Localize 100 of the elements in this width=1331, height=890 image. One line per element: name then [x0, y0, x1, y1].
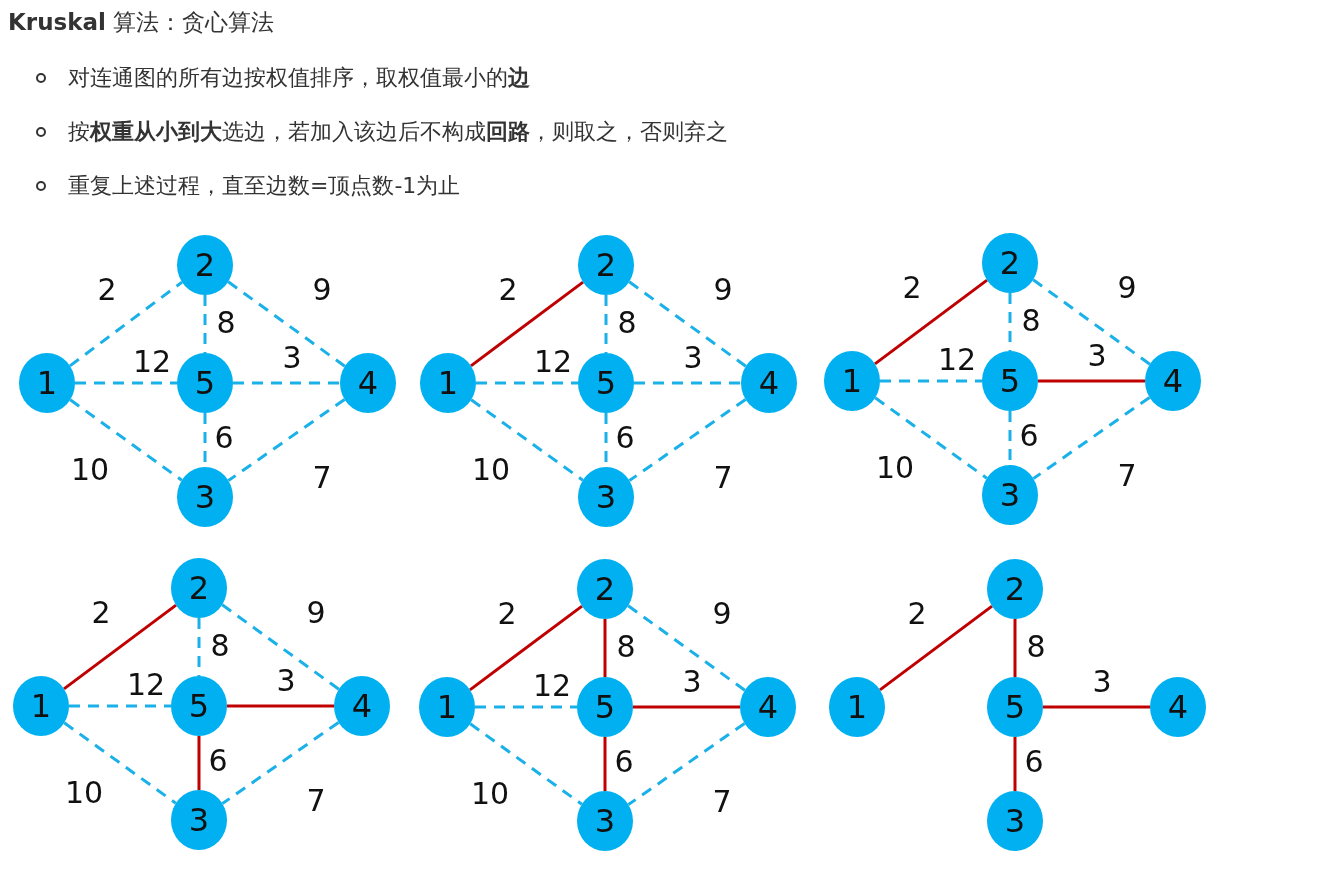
edge-weight-label: 10 — [64, 776, 104, 810]
vertex-circle: 5 — [578, 353, 634, 413]
vertex-circle: 3 — [987, 791, 1043, 851]
dashed-edge-line — [634, 381, 741, 385]
dashed-edge-line — [197, 618, 201, 676]
dashed-edge-line — [227, 280, 346, 368]
edge-weight-label: 7 — [1117, 459, 1137, 493]
edge-line — [603, 619, 607, 677]
edge-weight-label: 10 — [471, 453, 511, 487]
edge-line — [1013, 737, 1017, 791]
dashed-edge-line — [69, 704, 171, 708]
edge-weight-label: 12 — [533, 345, 573, 379]
edge-line — [1013, 619, 1017, 677]
vertex-circle: 3 — [177, 467, 233, 527]
vertex-circle: 2 — [171, 558, 227, 618]
dashed-edge-line — [627, 722, 746, 806]
vertex-circle: 4 — [741, 353, 797, 413]
vertex-circle: 2 — [982, 233, 1038, 293]
edge-weight-label: 6 — [614, 745, 634, 779]
dashed-edge-line — [75, 381, 177, 385]
dashed-edge-line — [1032, 278, 1151, 366]
edge-weight-label: 9 — [306, 596, 326, 630]
edge-weight-label: 7 — [712, 785, 732, 819]
vertex-circle: 2 — [577, 559, 633, 619]
heading: Kruskal 算法：贪心算法 — [8, 8, 275, 37]
dashed-edge-line — [476, 381, 578, 385]
edge-weight-label: 12 — [937, 343, 977, 377]
edge-weight-label: 6 — [214, 421, 234, 455]
vertex-circle: 2 — [578, 235, 634, 295]
edge-weight-label: 8 — [1021, 304, 1041, 338]
dashed-edge-line — [203, 295, 207, 353]
dashed-edge-line — [628, 398, 747, 482]
edge-weight-label: 8 — [216, 306, 236, 340]
vertex-circle: 1 — [824, 351, 880, 411]
edge-weight-label: 9 — [1117, 271, 1137, 305]
edge-weight-label: 3 — [276, 664, 296, 698]
bullet-text: 重复上述过程，直至边数=顶点数-1为止 — [68, 172, 461, 200]
vertex-circle: 3 — [578, 467, 634, 527]
vertex-circle: 1 — [13, 676, 69, 736]
edge-weight-label: 8 — [1026, 630, 1046, 664]
edge-weight-label: 9 — [713, 273, 733, 307]
vertex-circle: 1 — [419, 677, 475, 737]
edge-weight-label: 10 — [70, 453, 110, 487]
vertex-circle: 3 — [171, 790, 227, 850]
edge-weight-label: 7 — [306, 784, 326, 818]
vertex-circle: 4 — [334, 676, 390, 736]
edge-weight-label: 6 — [208, 744, 228, 778]
vertex-circle: 3 — [577, 791, 633, 851]
dashed-edge-line — [475, 705, 577, 709]
edge-weight-label: 10 — [470, 777, 510, 811]
edge-line — [197, 736, 201, 790]
vertex-circle: 4 — [740, 677, 796, 737]
vertex-circle: 2 — [177, 235, 233, 295]
edge-weight-label: 6 — [1019, 419, 1039, 453]
edge-weight-label: 8 — [617, 306, 637, 340]
vertex-circle: 5 — [177, 353, 233, 413]
edge-line — [470, 280, 584, 368]
edge-line — [879, 604, 993, 692]
edge-weight-label: 12 — [132, 345, 172, 379]
edge-weight-label: 9 — [712, 597, 732, 631]
vertex-circle: 1 — [19, 353, 75, 413]
edge-weight-label: 10 — [875, 451, 915, 485]
edge-weight-label: 6 — [615, 421, 635, 455]
edge-line — [1038, 379, 1145, 383]
dashed-edge-line — [63, 721, 177, 805]
edge-weight-label: 2 — [497, 597, 517, 631]
edge-weight-label: 3 — [1087, 339, 1107, 373]
edge-weight-label: 3 — [683, 341, 703, 375]
edge-weight-label: 2 — [902, 271, 922, 305]
vertex-circle: 4 — [1150, 677, 1206, 737]
vertex-circle: 5 — [171, 676, 227, 736]
dashed-edge-line — [874, 396, 988, 480]
dashed-edge-line — [69, 398, 183, 482]
edge-weight-label: 8 — [210, 629, 230, 663]
edge-weight-label: 7 — [713, 461, 733, 495]
bullet-text: 对连通图的所有边按权值排序，取权值最小的边 — [68, 64, 530, 92]
edge-weight-label: 6 — [1024, 745, 1044, 779]
edge-weight-label: 2 — [91, 596, 111, 630]
dashed-edge-line — [221, 721, 340, 805]
edge-line — [633, 705, 740, 709]
edge-weight-label: 8 — [616, 630, 636, 664]
edge-line — [227, 704, 334, 708]
edge-line — [874, 278, 988, 366]
edge-weight-label: 2 — [498, 273, 518, 307]
dashed-edge-line — [1008, 293, 1012, 351]
dashed-edge-line — [470, 398, 584, 482]
dashed-edge-line — [69, 280, 183, 368]
edge-line — [469, 604, 583, 692]
dashed-edge-line — [221, 603, 340, 691]
vertex-circle: 2 — [987, 559, 1043, 619]
edge-weight-label: 3 — [682, 665, 702, 699]
edge-weight-label: 9 — [312, 273, 332, 307]
vertex-circle: 1 — [829, 677, 885, 737]
edge-weight-label: 7 — [312, 461, 332, 495]
edge-weight-label: 3 — [282, 341, 302, 375]
vertex-circle: 4 — [340, 353, 396, 413]
edge-weight-label: 2 — [907, 597, 927, 631]
vertex-circle: 4 — [1145, 351, 1201, 411]
dashed-edge-line — [1032, 396, 1151, 480]
vertex-circle: 5 — [987, 677, 1043, 737]
